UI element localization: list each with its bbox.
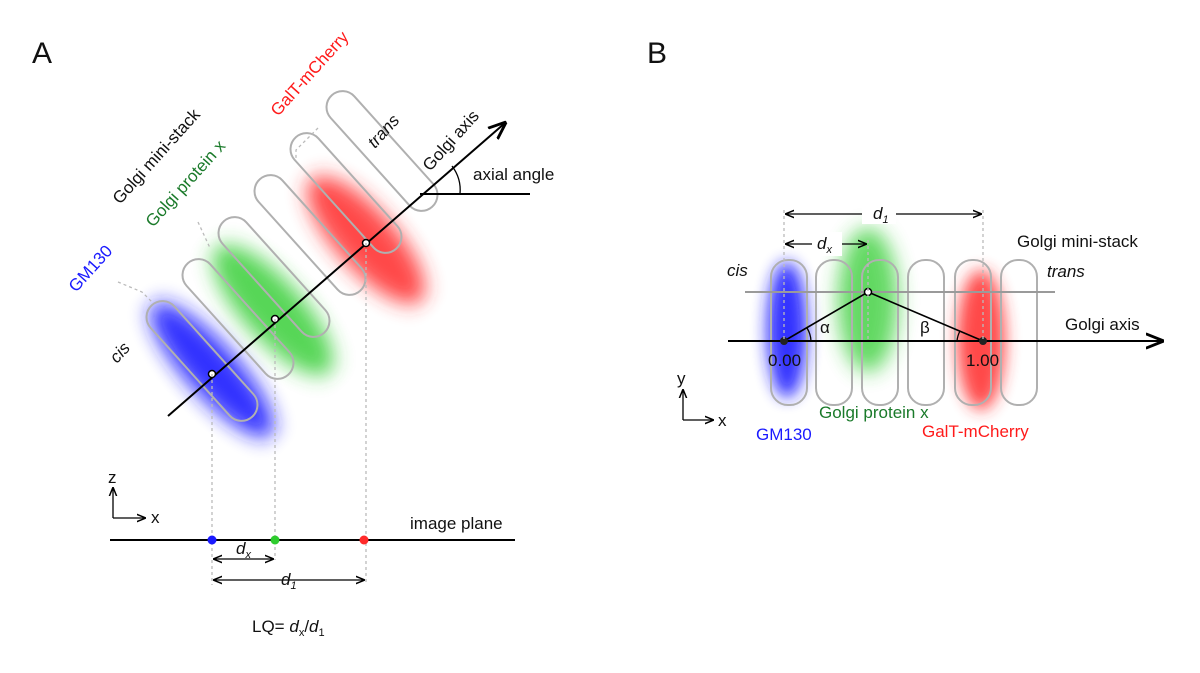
protein-x-leader-line xyxy=(197,221,211,249)
panel-a-cisternae xyxy=(145,90,439,422)
lq-formula: LQ= dx/d1 xyxy=(252,617,325,639)
cisterna-b-2 xyxy=(815,259,853,406)
image-plane-label: image plane xyxy=(410,514,503,533)
dx-label-a: dx xyxy=(236,539,251,561)
galt-mcherry-label-a: GalT-mCherry xyxy=(267,27,353,119)
cis-label-b: cis xyxy=(727,261,748,280)
cisterna-b-5 xyxy=(954,259,992,406)
cisterna-b-1 xyxy=(770,259,808,406)
protein-x-blob-a xyxy=(212,244,334,376)
panel-b: B α β d1 xyxy=(647,37,1162,444)
cisterna-b-3 xyxy=(861,259,899,406)
golgi-axis-line-a xyxy=(167,123,505,417)
tick-label-end: 1.00 xyxy=(966,351,999,370)
gm130-label-a: GM130 xyxy=(65,242,116,296)
d1-label-b: d1 xyxy=(873,204,889,226)
z-axis-label-a: z xyxy=(108,468,117,487)
beta-label: β xyxy=(920,318,930,337)
beta-arc xyxy=(956,330,961,342)
cisterna-a-5 xyxy=(289,132,403,254)
gm130-centroid-b xyxy=(780,337,788,345)
golgi-axis-label-b: Golgi axis xyxy=(1065,315,1140,334)
galt-leader-line xyxy=(295,127,319,160)
panel-b-cisternae xyxy=(770,259,1038,406)
panel-b-label: B xyxy=(647,37,667,70)
trans-label-b: trans xyxy=(1047,262,1085,281)
alpha-label: α xyxy=(820,318,830,337)
cisterna-a-4 xyxy=(253,174,367,296)
galt-centroid-b xyxy=(979,337,987,345)
gm130-blob-b xyxy=(767,262,807,398)
alpha-arc xyxy=(806,327,812,342)
x-axis-label-b: x xyxy=(718,411,727,430)
cisterna-a-6 xyxy=(325,90,439,212)
axial-angle-arc xyxy=(451,165,461,195)
y-axis-label-b: y xyxy=(677,369,686,388)
axial-angle-label: axial angle xyxy=(473,165,554,184)
galt-mcherry-label-b: GalT-mCherry xyxy=(922,422,1029,441)
dx-label-b: dx xyxy=(817,234,832,256)
dx-label-bg-b xyxy=(812,232,842,256)
cisterna-a-3 xyxy=(217,216,331,338)
cis-label-a: cis xyxy=(106,338,134,367)
panel-a-label: A xyxy=(32,37,52,70)
cisterna-a-2 xyxy=(181,258,295,380)
gm130-label-b: GM130 xyxy=(756,425,812,444)
d1-label-a: d1 xyxy=(281,570,297,592)
gm130-projection-dot xyxy=(207,535,217,545)
cisterna-a-1 xyxy=(145,300,259,422)
cisterna-b-4 xyxy=(907,259,945,406)
gm130-leader-line xyxy=(117,281,153,303)
cisterna-b-6 xyxy=(1000,259,1038,406)
x-axis-label-a: x xyxy=(151,508,160,527)
d1-label-bg-b xyxy=(862,202,896,224)
protein-x-projection-dot xyxy=(270,535,280,545)
panel-a: A Golg xyxy=(32,27,554,639)
golgi-protein-x-label-b: Golgi protein x xyxy=(819,403,929,422)
golgi-mini-stack-label-b: Golgi mini-stack xyxy=(1017,232,1138,251)
galt-projection-dot xyxy=(359,535,369,545)
tick-label-start: 0.00 xyxy=(768,351,801,370)
